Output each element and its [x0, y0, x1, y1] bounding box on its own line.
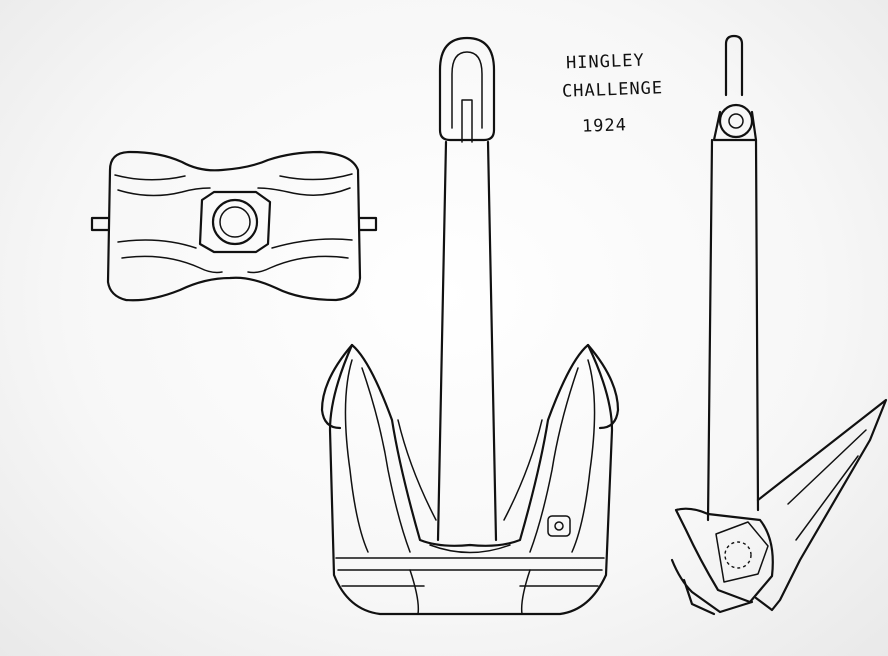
top-view-ridge-upper-right — [257, 187, 351, 196]
top-view-ridge-upper-left-2 — [114, 174, 186, 181]
top-view-pin-left — [90, 216, 110, 232]
top-view-shank-hole-outer — [211, 198, 259, 246]
front-view-fluke-left-inner — [344, 359, 411, 553]
front-view-shank-top — [461, 99, 473, 143]
side-view-pin-hidden — [724, 541, 752, 569]
front-view-lug — [547, 515, 571, 537]
top-view-ridge-upper-right-2 — [279, 173, 353, 181]
top-view-ridge-lower-left-2 — [121, 255, 223, 274]
top-view-pin-right — [358, 216, 378, 232]
side-view-fluke — [754, 398, 888, 612]
front-view-shackle-inner — [451, 51, 483, 129]
front-view-fluke-left-tip — [320, 343, 354, 430]
top-view-shank-hole-inner — [219, 206, 251, 238]
front-view-crown — [328, 343, 614, 616]
front-view-fluke-right-tip — [586, 343, 620, 430]
top-view-ridge-lower-right-2 — [247, 255, 349, 274]
front-view-crown-web — [409, 544, 531, 615]
side-view-shackle — [724, 34, 744, 97]
side-view-shank-head — [712, 110, 758, 142]
front-view-shackle-outer — [438, 36, 496, 142]
side-view-crown — [674, 507, 774, 604]
side-view-crown-lower — [670, 558, 754, 616]
top-view-ridge-lower-right — [271, 238, 353, 249]
anchor-front-view — [320, 36, 620, 616]
front-view-fluke-right-inner — [529, 359, 596, 553]
top-view-ridge-upper-left — [117, 187, 211, 197]
front-view-fluke-right-face — [503, 419, 543, 521]
caption-model: CHALLENGE — [561, 78, 664, 102]
side-view-boss — [715, 521, 769, 583]
anchor-top-view — [90, 150, 378, 302]
front-view-fluke-left-face — [397, 419, 437, 521]
anchor-side-view — [670, 34, 888, 616]
side-view-pin-outer — [718, 103, 754, 139]
front-view-shank — [436, 140, 498, 542]
side-view-pin-inner — [728, 113, 744, 129]
side-view-shank — [706, 138, 760, 522]
top-view-outline — [106, 150, 362, 302]
caption-year: 1924 — [581, 115, 628, 137]
top-view-boss — [198, 190, 272, 254]
top-view-ridge-lower-left — [117, 239, 197, 249]
caption-maker: HINGLEY — [565, 50, 645, 74]
front-view-lug-hole — [554, 521, 564, 531]
side-view-fluke-groove — [787, 429, 867, 541]
